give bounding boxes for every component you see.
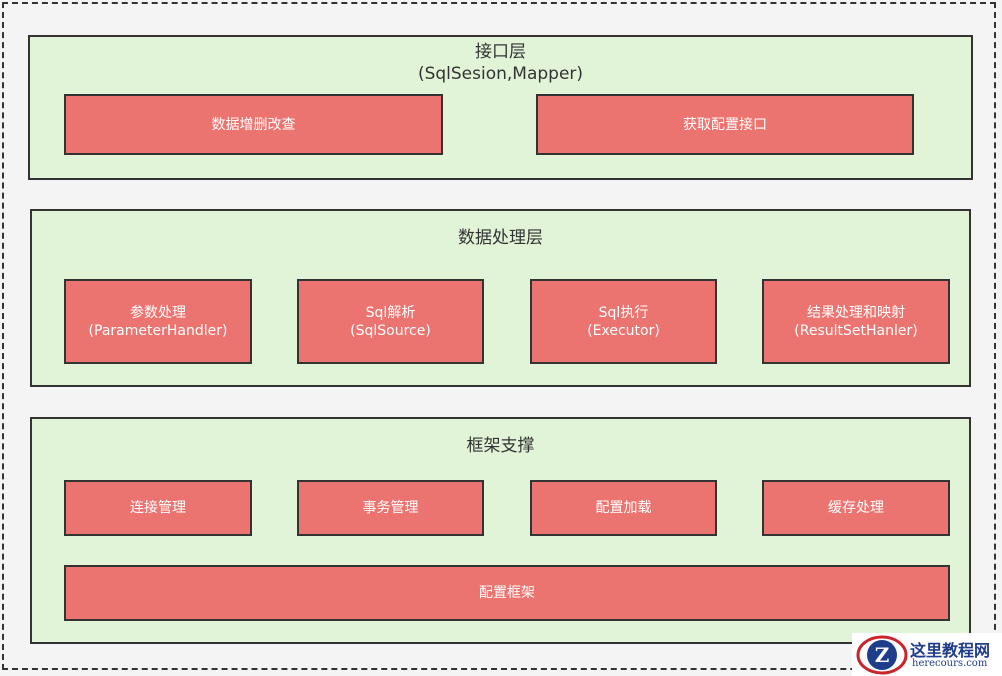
watermark-logo-icon: Z: [852, 633, 1002, 676]
framework-support-layer: 框架支撑 连接管理 事务管理 配置加载 缓存处理 配置框架: [30, 417, 971, 644]
sql-source-sublabel: (SqlSource): [350, 322, 431, 339]
parameter-handler-label: 参数处理: [130, 304, 186, 321]
connection-management-label: 连接管理: [130, 500, 186, 516]
config-loading-box: 配置加载: [530, 480, 717, 536]
parameter-handler-sublabel: (ParameterHandler): [88, 322, 228, 339]
data-processing-layer: 数据处理层 参数处理 (ParameterHandler) Sql解析 (Sql…: [30, 209, 971, 387]
svg-text:Z: Z: [875, 643, 890, 667]
config-interface-box: 获取配置接口: [536, 94, 914, 155]
connection-management-box: 连接管理: [64, 480, 252, 536]
cache-handling-box: 缓存处理: [762, 480, 950, 536]
watermark-url: herecours.com: [912, 658, 988, 669]
interface-layer-title: 接口层: [475, 42, 526, 62]
parameter-handler-box: 参数处理 (ParameterHandler): [64, 279, 252, 364]
executor-box: Sql执行 (Executor): [530, 279, 717, 364]
framework-support-layer-title: 框架支撑: [466, 436, 535, 456]
interface-layer: 接口层 (SqlSesion,Mapper) 数据增删改查 获取配置接口: [28, 35, 973, 180]
config-interface-box-label: 获取配置接口: [683, 116, 767, 133]
result-set-handler-box: 结果处理和映射 (ResultSetHanler): [762, 279, 950, 364]
crud-box: 数据增删改查: [64, 94, 443, 155]
cache-handling-label: 缓存处理: [828, 500, 884, 516]
executor-label: Sql执行: [598, 304, 649, 321]
data-processing-layer-title: 数据处理层: [458, 228, 543, 248]
sql-source-label: Sql解析: [365, 304, 416, 321]
watermark-name: 这里教程网: [910, 641, 991, 660]
transaction-management-box: 事务管理: [297, 480, 484, 536]
sql-source-box: Sql解析 (SqlSource): [297, 279, 484, 364]
result-set-handler-sublabel: (ResultSetHanler): [794, 322, 918, 339]
interface-layer-subtitle: (SqlSesion,Mapper): [417, 64, 584, 84]
result-set-handler-label: 结果处理和映射: [807, 304, 905, 321]
config-framework-box: 配置框架: [64, 565, 950, 621]
transaction-management-label: 事务管理: [362, 500, 419, 516]
crud-box-label: 数据增删改查: [211, 116, 296, 133]
config-loading-label: 配置加载: [595, 500, 652, 516]
executor-sublabel: (Executor): [587, 322, 660, 339]
config-framework-label: 配置框架: [479, 585, 535, 601]
